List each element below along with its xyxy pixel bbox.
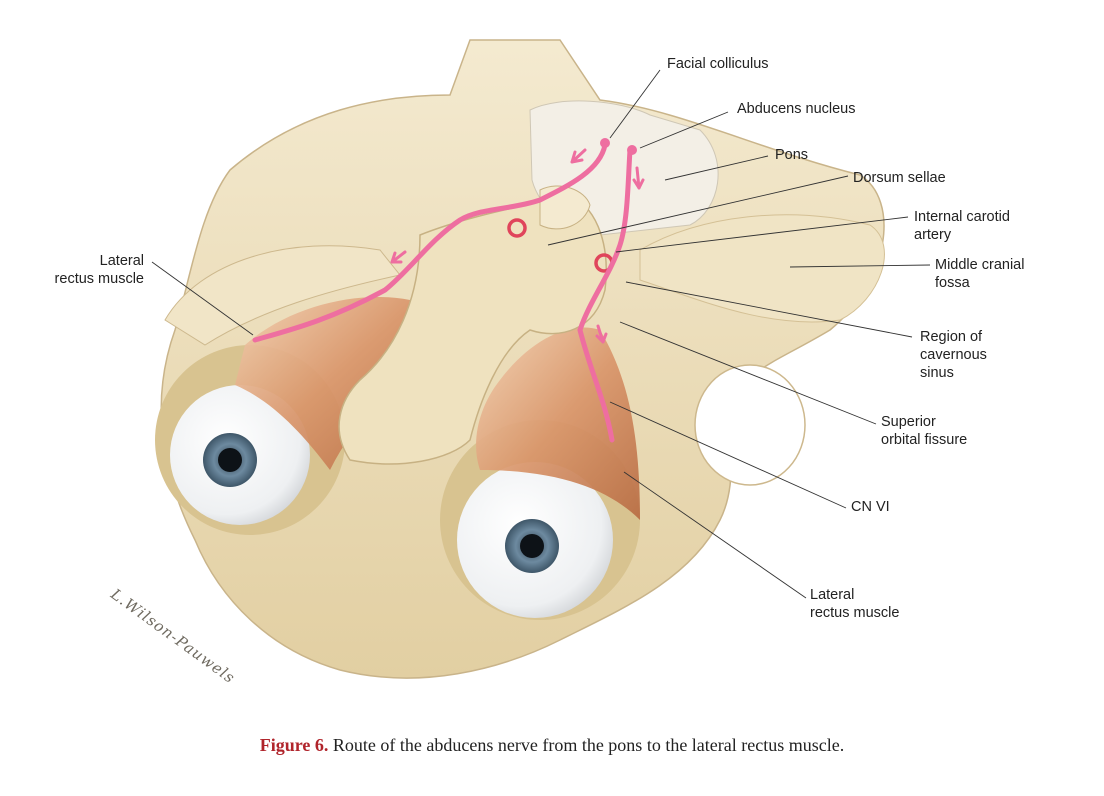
label-lat-rectus-right-line1: Lateral xyxy=(810,587,855,603)
label-lat-rectus-left-line1: Lateral xyxy=(99,253,144,269)
label-cavernous-line3: sinus xyxy=(920,365,954,381)
abducens-nucleus-dot-right xyxy=(627,145,637,155)
left-pupil xyxy=(520,534,544,558)
figure-caption: Figure 6. Route of the abducens nerve fr… xyxy=(0,735,1104,756)
label-lat-rectus-right-line2: rectus muscle xyxy=(810,605,900,621)
label-internal-carotid-line1: Internal carotid xyxy=(914,209,1010,225)
label-sup-orbital-line2: orbital fissure xyxy=(881,432,968,448)
label-middle-cranial-line2: fossa xyxy=(935,275,970,291)
carotid-ring-left xyxy=(507,218,527,238)
label-middle-cranial-line1: Middle cranial xyxy=(935,257,1025,273)
label-lateral-rectus-muscle-left: Lateral rectus muscle xyxy=(30,252,144,288)
label-facial-colliculus: Facial colliculus xyxy=(667,56,769,72)
label-cavernous-line2: cavernous xyxy=(920,347,987,363)
label-internal-carotid-line2: artery xyxy=(914,227,952,243)
label-superior-orbital-fissure: Superior orbital fissure xyxy=(881,413,967,449)
left-sphenoid-wing xyxy=(164,245,401,346)
nerve-arrow-4 xyxy=(595,324,608,344)
right-pupil xyxy=(218,448,242,472)
nerve-arrow-3 xyxy=(390,250,407,264)
label-sup-orbital-line1: Superior xyxy=(881,414,936,430)
dorsum-sellae-shape xyxy=(539,185,591,230)
label-lat-rectus-left-line2: rectus muscle xyxy=(54,271,144,287)
label-region-of-cavernous-sinus: Region of cavernous sinus xyxy=(920,328,987,382)
nerve-arrow-2 xyxy=(632,166,645,190)
label-cn-vi: CN VI xyxy=(851,499,890,515)
abducens-nerve-right xyxy=(577,147,633,443)
right-lateral-rectus-muscle xyxy=(235,297,420,470)
label-abducens-nucleus: Abducens nucleus xyxy=(737,101,856,117)
nerve-arrow-1 xyxy=(570,148,587,164)
label-middle-cranial-fossa: Middle cranial fossa xyxy=(935,256,1024,292)
superior-orbital-fissure-shape xyxy=(694,364,806,486)
label-cavernous-line1: Region of xyxy=(920,329,983,345)
label-internal-carotid-artery: Internal carotid artery xyxy=(914,208,1010,244)
abducens-nerve-left xyxy=(252,142,608,343)
leader-lines xyxy=(151,69,931,599)
figure-number: Figure 6. xyxy=(259,735,329,755)
left-lateral-rectus-muscle xyxy=(476,327,640,520)
label-pons: Pons xyxy=(775,147,809,163)
abducens-nucleus-dot-left xyxy=(600,138,610,148)
label-dorsum-sellae: Dorsum sellae xyxy=(853,170,946,186)
caption-text: Route of the abducens nerve from the pon… xyxy=(328,735,845,755)
label-lateral-rectus-muscle-right: Lateral rectus muscle xyxy=(810,586,899,622)
